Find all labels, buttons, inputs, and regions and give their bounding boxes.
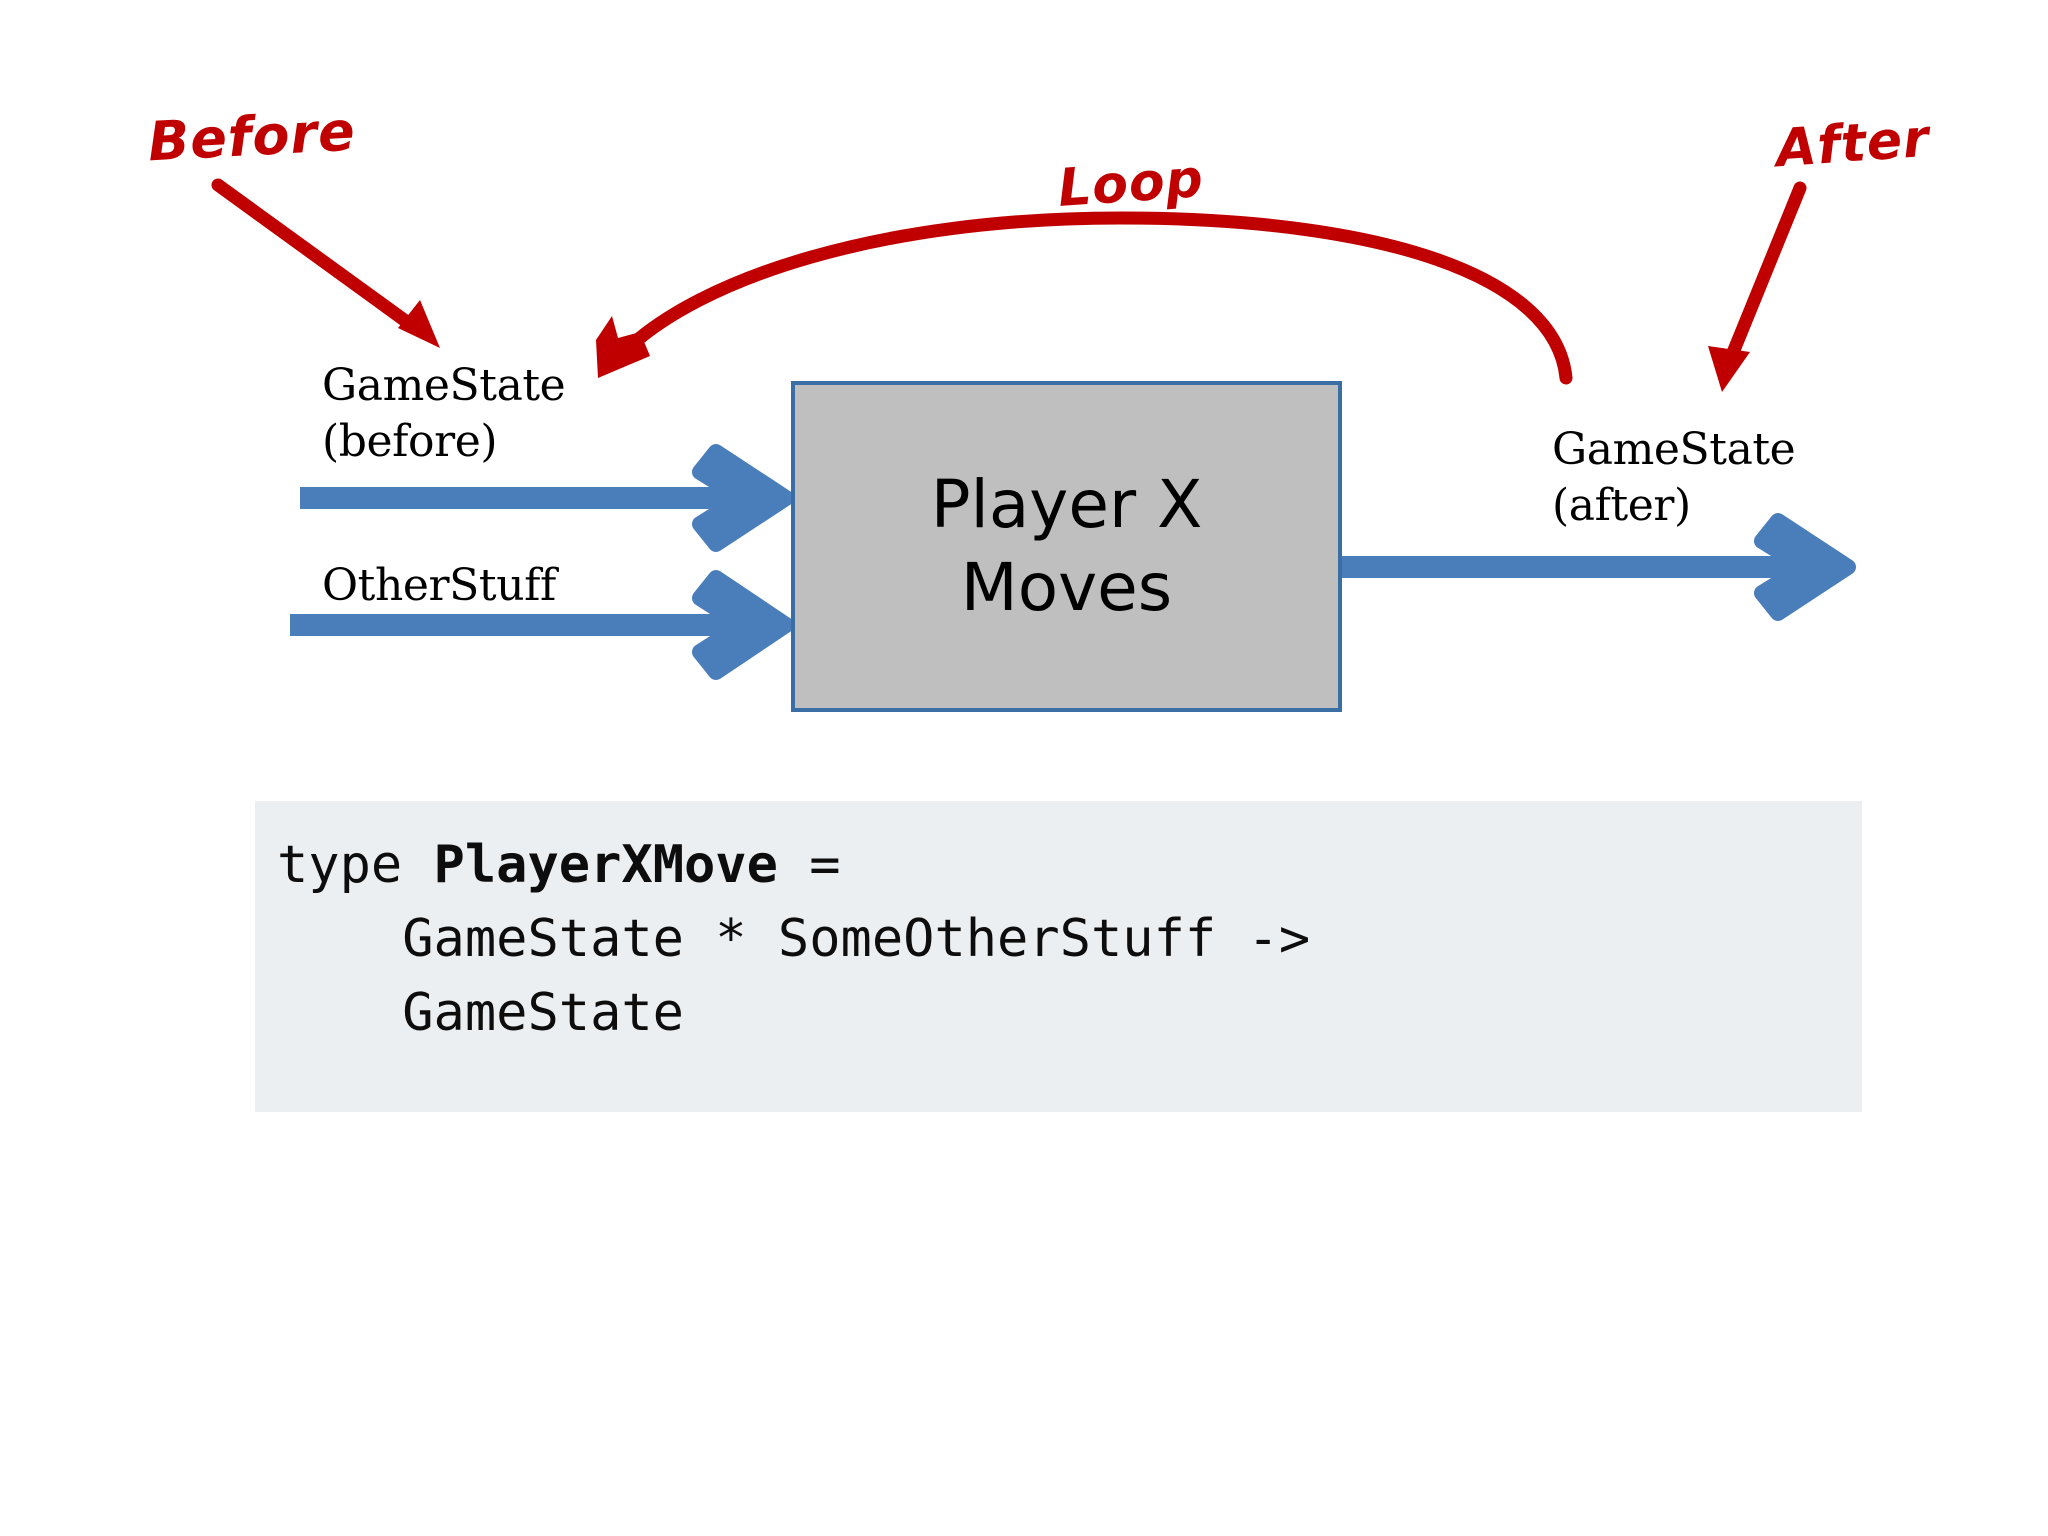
code-block: type PlayerXMove = GameState * SomeOther…: [255, 801, 1862, 1112]
process-box-title: Player X Moves: [930, 466, 1203, 626]
label-gamestate-before: GameState (before): [322, 360, 566, 468]
code-text: type PlayerXMove = GameState * SomeOther…: [277, 829, 1862, 1050]
annotation-before: Before: [146, 99, 358, 174]
code-line-2: GameState * SomeOtherStuff ->: [277, 908, 1311, 969]
after-pointer-arrow: [1708, 181, 1807, 392]
process-box: Player X Moves: [791, 381, 1342, 712]
annotation-loop: Loop: [1056, 148, 1206, 220]
code-line-3: GameState: [277, 982, 684, 1043]
code-type-name: PlayerXMove: [433, 835, 778, 895]
label-gamestate-after: GameState (after): [1552, 424, 1796, 532]
before-pointer-arrow: [211, 178, 440, 348]
code-keyword-type: type: [277, 835, 434, 895]
loop-feedback-arrow: [596, 211, 1573, 385]
annotation-after: After: [1774, 108, 1932, 180]
output-arrow-gamestate: [1342, 513, 1856, 621]
code-equals: =: [777, 835, 841, 895]
label-otherstuff: OtherStuff: [322, 560, 556, 611]
